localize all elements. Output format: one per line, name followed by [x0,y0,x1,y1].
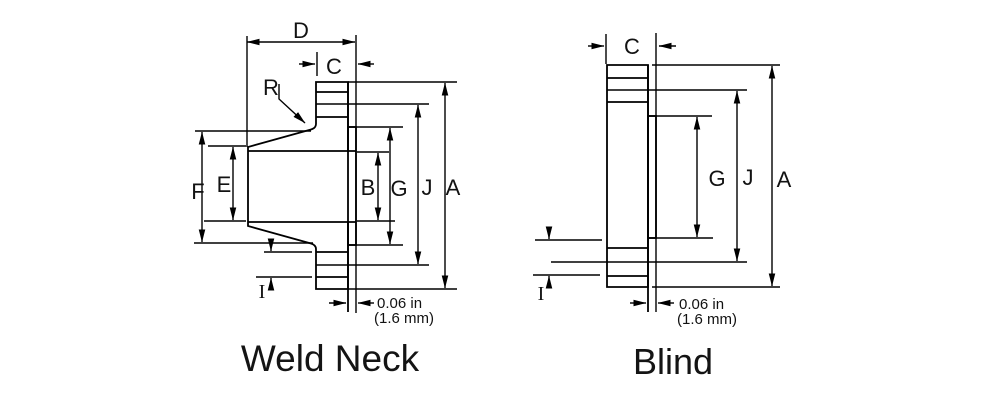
dim-label-G: G [390,176,407,201]
dim-label-I: I [538,283,545,305]
dim-label-R: R [263,75,279,100]
dim-label-F: F [191,179,204,204]
dim-label-G: G [708,166,725,191]
raised-face-note-line1: 0.06 in [377,295,422,312]
dim-label-A: A [777,167,792,192]
dim-label-A: A [446,175,461,200]
dim-label-B: B [361,175,376,200]
blind-drawing: C G J A I 0.06 in (1.6 mm) Blind [533,33,792,382]
blind-raised-face [647,115,657,239]
raised-face-note-line2: (1.6 mm) [677,311,737,328]
dim-label-J: J [422,175,433,200]
weld-neck-bore [249,152,355,221]
dim-label-C: C [326,54,342,79]
blind-title: Blind [633,341,713,382]
raised-face-note-line1: 0.06 in [679,296,724,313]
dim-label-E: E [217,172,232,197]
raised-face-note-line2: (1.6 mm) [374,310,434,327]
dim-label-D: D [293,18,309,43]
dim-label-C: C [624,34,640,59]
weld-neck-drawing: D C R F E B G J A I 0.06 in (1.6 mm) Wel… [191,18,460,379]
weld-neck-title: Weld Neck [241,338,420,379]
dim-label-J: J [743,165,754,190]
dim-label-I: I [259,281,266,303]
dim-R-leader [278,84,306,124]
